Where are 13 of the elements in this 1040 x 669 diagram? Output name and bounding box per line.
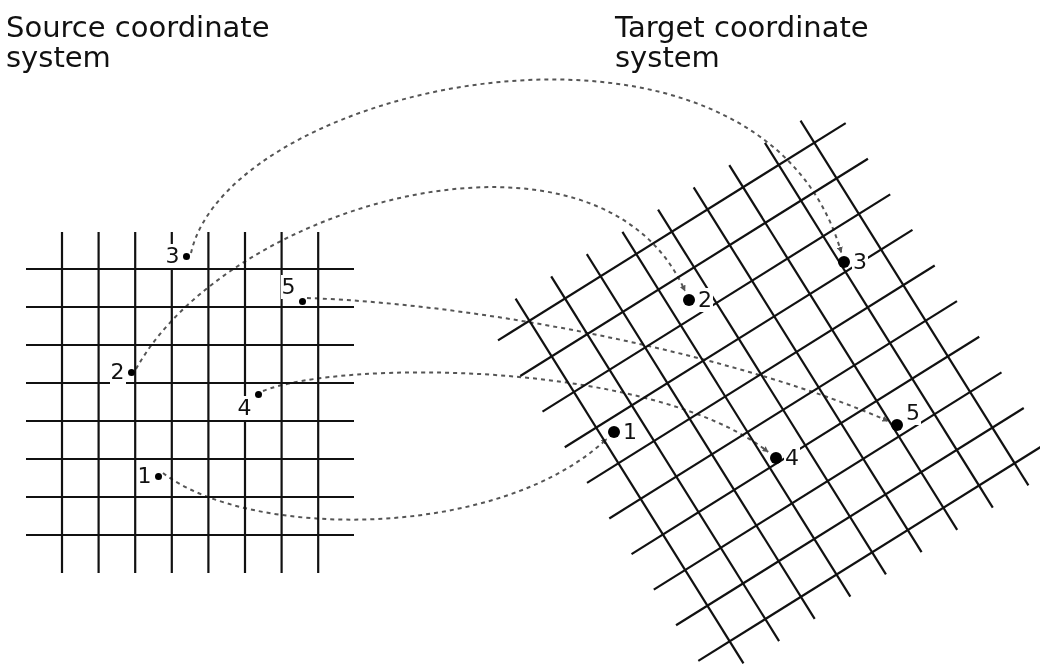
dashed-arrow xyxy=(162,437,608,521)
point-number: 3 xyxy=(164,244,181,268)
dashed-arrow xyxy=(190,78,843,254)
heading: Target coordinate system xyxy=(615,12,870,72)
point-number: 5 xyxy=(280,275,297,299)
dashed-arrow xyxy=(135,186,686,370)
heading: Source coordinate system xyxy=(6,12,271,72)
point-number: 5 xyxy=(905,401,921,425)
point-number: 4 xyxy=(236,396,253,420)
point-number: 2 xyxy=(697,288,713,312)
dashed-arrow xyxy=(262,371,770,453)
point-number: 2 xyxy=(109,360,126,384)
dashed-arrow xyxy=(306,297,889,422)
